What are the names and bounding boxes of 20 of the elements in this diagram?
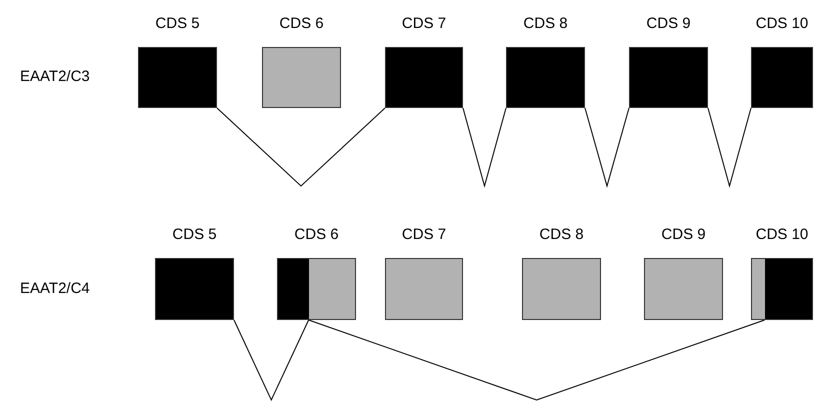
splice-line — [308, 320, 766, 401]
exon-label: CDS 8 — [522, 15, 569, 32]
exon-label: CDS 6 — [293, 226, 340, 243]
exon-label: CDS 10 — [754, 226, 810, 243]
exon-label: CDS 7 — [400, 226, 448, 243]
exon-label: CDS 7 — [400, 15, 448, 32]
exon-label: CDS 5 — [171, 226, 218, 243]
exon-label: CDS 9 — [645, 15, 692, 32]
isoform-label: EAAT2/C4 — [20, 280, 90, 297]
isoform-label: EAAT2/C3 — [20, 68, 90, 85]
exon-label: CDS 6 — [278, 15, 325, 32]
splice-line — [216, 108, 386, 187]
exon-label: CDS 8 — [538, 226, 585, 243]
splice-line — [234, 320, 310, 402]
exon-label: CDS 10 — [754, 15, 810, 32]
splice-line — [584, 108, 630, 188]
exon-label: CDS 5 — [154, 15, 201, 32]
exon-label: CDS 9 — [660, 226, 707, 243]
splice-line — [708, 108, 752, 188]
splice-line — [462, 108, 506, 188]
